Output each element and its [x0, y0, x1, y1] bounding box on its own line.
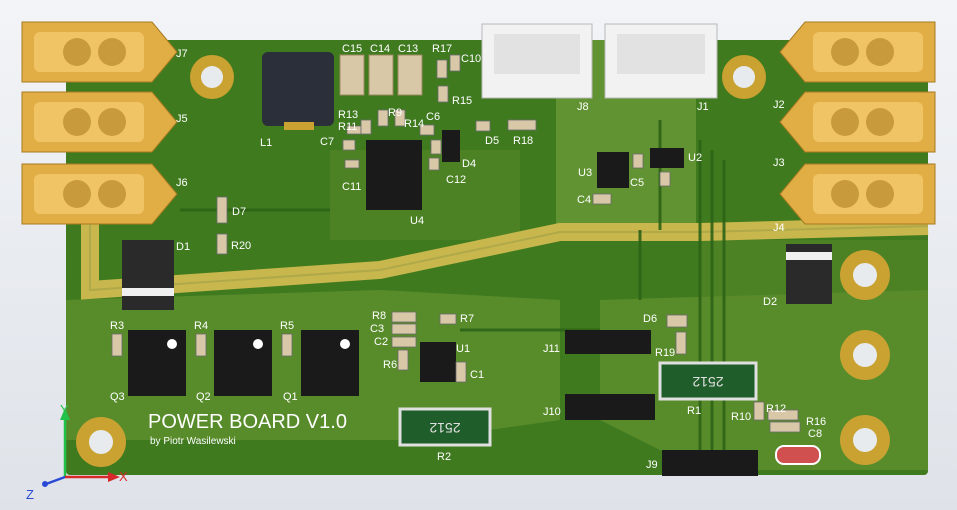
- label-q2: Q2: [196, 391, 211, 403]
- label-r7: R7: [460, 313, 474, 325]
- label-r2: R2: [437, 451, 451, 463]
- label-r13: R13: [338, 109, 358, 121]
- capacitor-c8: [775, 445, 821, 465]
- label-j7: J7: [176, 48, 188, 60]
- label-d5: D5: [485, 135, 499, 147]
- board-author: by Piotr Wasilewski: [150, 436, 236, 447]
- diode-d1: [122, 240, 174, 310]
- label-r6: R6: [383, 359, 397, 371]
- small-passives: [111, 54, 801, 433]
- label-c3: C3: [370, 323, 384, 335]
- shunt-r2: 2512: [398, 407, 492, 447]
- label-q1: Q1: [283, 391, 298, 403]
- label-j4: J4: [773, 222, 785, 234]
- label-c7: C7: [320, 136, 334, 148]
- chip-u3: [597, 152, 629, 188]
- label-c14: C14: [370, 43, 390, 55]
- label-j5: J5: [176, 113, 188, 125]
- label-c2: C2: [374, 336, 388, 348]
- capacitor-bank: [339, 54, 423, 96]
- label-d2: D2: [763, 296, 777, 308]
- label-c11: C11: [342, 181, 361, 193]
- pin-header: [565, 330, 758, 476]
- axis-z-label: Z: [26, 487, 34, 502]
- label-j6: J6: [176, 177, 188, 189]
- jst-connector: [481, 23, 718, 99]
- axis-triad: Y X Z: [26, 402, 128, 502]
- diode-d4: [442, 130, 460, 162]
- board-title: POWER BOARD V1.0: [148, 411, 347, 433]
- label-r18: R18: [513, 135, 533, 147]
- label-r11: R11: [338, 121, 357, 133]
- xt-connector-left: [21, 21, 178, 225]
- label-l1: L1: [260, 137, 272, 149]
- r2-marking: 2512: [429, 420, 460, 436]
- label-u1: U1: [456, 343, 470, 355]
- label-r1: R1: [687, 405, 701, 417]
- label-r12: R12: [766, 403, 786, 415]
- label-u2: U2: [688, 152, 702, 164]
- mounting-holes: [76, 55, 890, 467]
- chip-u1: [420, 342, 456, 382]
- label-r3: R3: [110, 320, 124, 332]
- label-c15: C15: [342, 43, 362, 55]
- label-u4: U4: [410, 215, 424, 227]
- xt-connector-right: [779, 21, 936, 225]
- label-d7: D7: [232, 206, 246, 218]
- label-d6: D6: [643, 313, 657, 325]
- label-r10: R10: [731, 411, 751, 423]
- label-r14: R14: [404, 118, 424, 130]
- label-r15: R15: [452, 95, 472, 107]
- label-j9: J9: [646, 459, 658, 471]
- axis-x-label: X: [119, 469, 128, 484]
- label-d1: D1: [176, 241, 190, 253]
- label-c6: C6: [426, 111, 440, 123]
- label-c13: C13: [398, 43, 418, 55]
- label-r17: R17: [432, 43, 452, 55]
- label-j3: J3: [773, 157, 785, 169]
- label-j2: J2: [773, 99, 785, 111]
- label-r5: R5: [280, 320, 294, 332]
- mosfets: [128, 330, 359, 396]
- axis-y-label: Y: [60, 402, 69, 417]
- label-q3: Q3: [110, 391, 125, 403]
- designator-labels: J7 J5 J6 J8 J1 J2 J3 J4 J11 J10 J9 L1 C1…: [110, 43, 826, 471]
- label-j8: J8: [577, 101, 589, 113]
- label-c8: C8: [808, 428, 822, 440]
- label-c5: C5: [630, 177, 644, 189]
- diode-d2: [786, 244, 832, 304]
- r1-marking: 2512: [692, 374, 723, 390]
- inductor-l1: [262, 52, 334, 130]
- label-c10: C10: [461, 53, 481, 65]
- label-c1: C1: [470, 369, 484, 381]
- label-j11: J11: [543, 343, 560, 355]
- label-r16: R16: [806, 416, 826, 428]
- label-u3: U3: [578, 167, 592, 179]
- label-r20: R20: [231, 240, 251, 252]
- label-c12: C12: [446, 174, 466, 186]
- label-d4: D4: [462, 158, 476, 170]
- label-r8: R8: [372, 310, 386, 322]
- shunt-r1: 2512: [658, 361, 758, 401]
- label-j1: J1: [697, 101, 709, 113]
- label-r9: R9: [388, 107, 402, 119]
- label-j10: J10: [543, 406, 561, 418]
- chip-u4: [366, 140, 422, 210]
- label-r4: R4: [194, 320, 208, 332]
- label-r19: R19: [655, 347, 675, 359]
- chip-u2: [650, 148, 684, 168]
- label-c4: C4: [577, 194, 591, 206]
